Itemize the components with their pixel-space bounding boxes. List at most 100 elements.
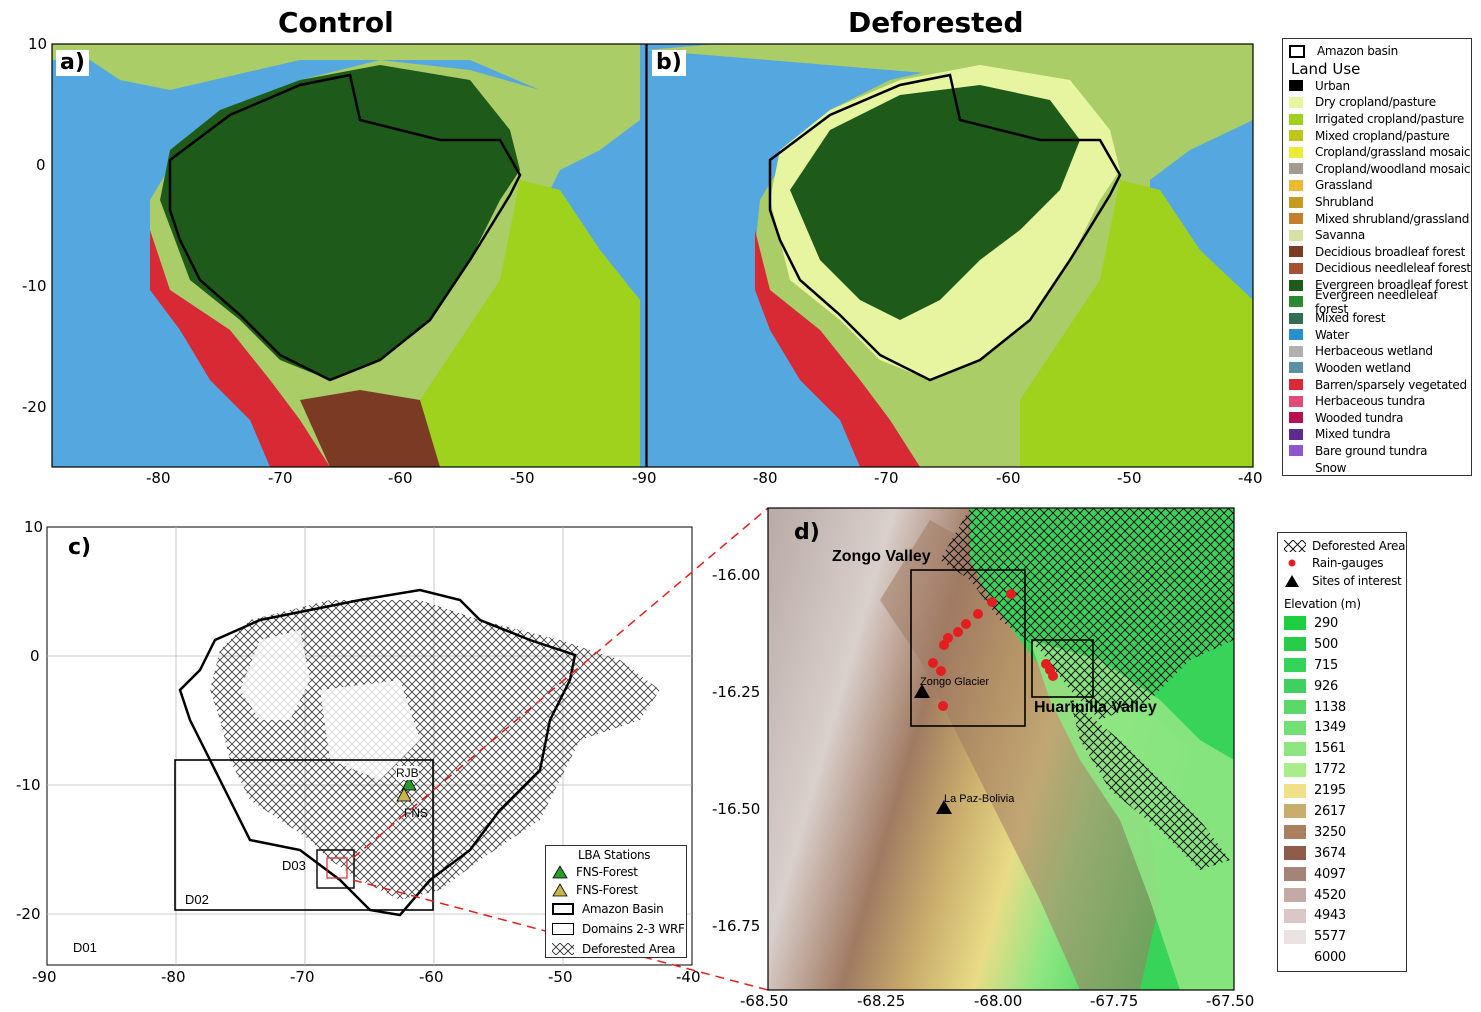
landuse-label: Wooded tundra [1315,410,1404,425]
landuse-legend-row: Barren/sparsely vegetated [1289,376,1471,393]
elevation-label: 6000 [1314,950,1346,966]
label-d02: D02 [185,892,209,907]
label-huarinilla-valley: Huarinilla Valley [1034,699,1157,716]
landuse-legend-row: Bare ground tundra [1289,443,1471,460]
landuse-legend-row: Mixed shrubland/grassland [1289,210,1471,227]
color-swatch [1284,679,1306,694]
color-swatch [1289,196,1303,208]
elevation-legend-row: 926 [1284,676,1406,697]
y-tick: -20 [22,398,47,416]
elevation-legend-row: 3250 [1284,822,1406,843]
elevation-legend-row: 2617 [1284,801,1406,822]
landuse-legend-row: Mixed forest [1289,310,1471,327]
map-panel-b [647,44,1253,467]
color-swatch [1289,462,1303,474]
y-tick: -16.75 [712,917,761,935]
label-d01: D01 [73,940,97,955]
color-swatch [1289,96,1303,108]
panel-label-c: c) [68,535,92,560]
x-tick: -68.50 [740,992,789,1010]
elevation-label: 4943 [1314,908,1346,924]
fns-station-marker [396,787,412,802]
color-swatch [1289,445,1303,457]
panel-label-b: b) [652,50,686,76]
landuse-legend-row: Irrigated cropland/pasture [1289,111,1471,128]
landuse-label: Urban [1315,78,1350,93]
x-tick: -50 [548,968,573,986]
red-dot-icon [1288,559,1296,566]
landuse-label: Dry cropland/pasture [1315,95,1436,110]
landuse-legend-row: Wooden wetland [1289,360,1471,377]
color-swatch [1284,762,1306,777]
y-tick: -16.50 [712,800,761,818]
label-la-paz: La Paz-Bolivia [944,793,1015,805]
landuse-label: Decidious broadleaf forest [1315,244,1466,259]
triangle-tan-icon [552,883,568,897]
landuse-label: Barren/sparsely vegetated [1315,377,1467,392]
landuse-legend-row: Cropland/grassland mosaic [1289,144,1471,161]
elevation-label: 1561 [1314,741,1346,757]
color-swatch [1289,428,1303,440]
landuse-legend-row: Evergreen broadleaf forest [1289,277,1471,294]
c-legend-row: Domains 2-3 WRF [552,919,686,939]
y-tick: -10 [22,277,47,295]
color-swatch [1284,637,1306,652]
label-d03: D03 [282,858,306,873]
color-swatch [1289,146,1303,158]
x-tick: -60 [996,469,1021,487]
landuse-label: Savanna [1315,228,1365,243]
title-deforested: Deforested [848,6,1024,39]
landuse-label: Irrigated cropland/pasture [1315,112,1464,127]
label-zongo-valley: Zongo Valley [832,548,931,565]
color-swatch [1289,262,1303,274]
landuse-legend-row: Wooded tundra [1289,409,1471,426]
color-swatch [1284,908,1306,923]
elevation-legend-row: 1561 [1284,738,1406,759]
landuse-label: Cropland/grassland mosaic [1315,145,1471,160]
elevation-label: 4520 [1314,887,1346,903]
landuse-label: Shrubland [1315,195,1374,210]
color-swatch [1284,867,1306,882]
landuse-label: Evergreen needleleaf forest [1315,287,1438,316]
elevation-label: 290 [1314,615,1338,631]
color-swatch [1289,395,1303,407]
landuse-legend-row: Grassland [1289,177,1471,194]
label-fns: FNS [404,806,428,820]
color-swatch [1289,412,1303,424]
hatch-pattern-icon [552,943,574,955]
color-swatch [1289,113,1303,125]
color-swatch [1289,80,1303,92]
color-swatch [1289,362,1303,374]
black-triangle-icon [1285,575,1299,587]
legend-basin-row: Amazon basin [1289,43,1471,60]
landuse-label: Mixed shrubland/grassland [1315,211,1470,226]
map-panel-d [768,508,1234,990]
elevation-legend-row: 4520 [1284,885,1406,906]
hatch-pattern-icon [1284,539,1306,552]
elevation-legend-row: 3674 [1284,843,1406,864]
title-control: Control [278,6,394,39]
elevation-legend-row: 6000 [1284,947,1406,968]
elevation-label: 715 [1314,657,1338,673]
x-tick: -50 [1117,469,1142,487]
elevation-legend-row: 4097 [1284,864,1406,885]
elevation-label: 2617 [1314,803,1346,819]
landuse-legend-row: Decidious broadleaf forest [1289,244,1471,261]
landuse-legend-row: Mixed tundra [1289,426,1471,443]
landuse-legend-row: Herbaceous wetland [1289,343,1471,360]
color-swatch [1289,379,1303,391]
landuse-legend-row: Dry cropland/pasture [1289,94,1471,111]
color-swatch [1289,213,1303,225]
x-tick: -90 [632,469,657,487]
c-legend-heading: LBA Stations [578,848,651,862]
landuse-label: Herbaceous wetland [1315,344,1433,359]
y-tick: 10 [28,35,48,53]
c-legend: LBA Stations FNS-Forest FNS-Forest Amazo… [545,845,687,958]
elevation-label: 1349 [1314,720,1346,736]
color-swatch [1284,846,1306,861]
connector-line-top [352,507,769,859]
x-tick: -68.25 [857,992,906,1010]
elevation-label: 3250 [1314,824,1346,840]
landuse-legend-row: Urban [1289,78,1471,95]
